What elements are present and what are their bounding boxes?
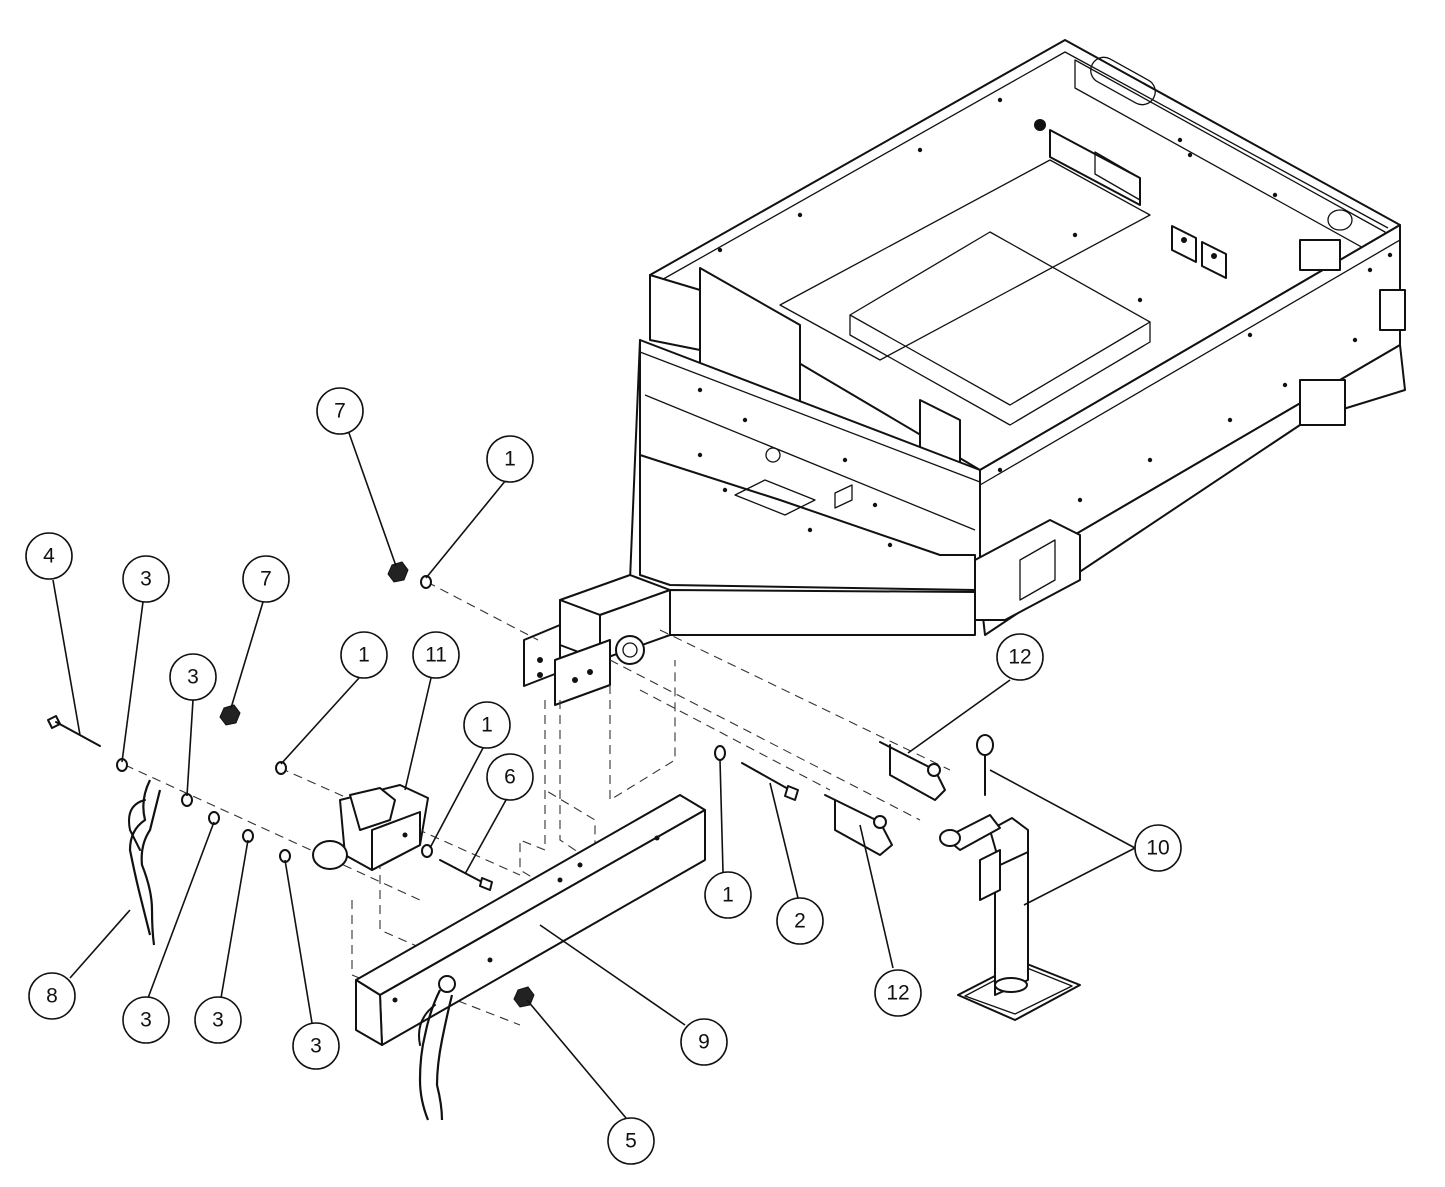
svg-text:6: 6 <box>504 766 516 789</box>
callout-7-mid: 7 <box>242 555 290 603</box>
svg-text:9: 9 <box>698 1031 710 1054</box>
svg-text:1: 1 <box>481 714 493 737</box>
svg-text:1: 1 <box>722 884 734 907</box>
callout-11: 11 <box>412 631 460 679</box>
coupler <box>312 784 429 871</box>
callout-3-d: 3 <box>194 996 242 1044</box>
svg-text:3: 3 <box>187 666 199 689</box>
callout-6: 6 <box>486 753 534 801</box>
frame-holes <box>697 97 1393 548</box>
tongue-jack <box>939 734 1081 1021</box>
callout-1-low: 1 <box>463 701 511 749</box>
callout-10: 10 <box>1134 824 1182 872</box>
svg-text:3: 3 <box>212 1009 224 1032</box>
safety-chain-right <box>418 989 454 1121</box>
hopper-frame <box>629 39 1406 636</box>
safety-chain-left <box>128 779 162 946</box>
svg-text:10: 10 <box>1146 837 1169 860</box>
lock-nut-mid <box>219 704 241 726</box>
svg-text:3: 3 <box>140 568 152 591</box>
callouts: 7 1 4 3 7 3 1 11 <box>25 387 1182 1165</box>
callout-3-c: 3 <box>122 996 170 1044</box>
svg-text:1: 1 <box>504 448 516 471</box>
svg-text:2: 2 <box>794 910 806 933</box>
callout-3-b: 3 <box>169 653 217 701</box>
tongue-tube <box>559 574 976 665</box>
leader-lines <box>52 432 1136 1119</box>
bolt-tongue <box>741 762 799 801</box>
svg-text:1: 1 <box>358 644 370 667</box>
svg-text:3: 3 <box>140 1009 152 1032</box>
callout-1-mid: 1 <box>340 631 388 679</box>
svg-text:7: 7 <box>334 400 346 423</box>
callout-7-top: 7 <box>316 387 364 435</box>
callout-8: 8 <box>28 972 76 1020</box>
callout-12-top: 12 <box>996 633 1044 681</box>
svg-text:8: 8 <box>46 985 58 1008</box>
bolt-coupler <box>439 859 493 891</box>
callout-2: 2 <box>776 897 824 945</box>
svg-text:11: 11 <box>425 644 447 667</box>
callout-12-bottom: 12 <box>874 969 922 1017</box>
callout-1-right: 1 <box>704 871 752 919</box>
callout-9: 9 <box>680 1018 728 1066</box>
callout-1-top: 1 <box>486 435 534 483</box>
svg-text:5: 5 <box>625 1130 637 1153</box>
callout-4: 4 <box>25 532 73 580</box>
svg-text:12: 12 <box>886 982 909 1005</box>
callout-3-a: 3 <box>122 555 170 603</box>
svg-text:4: 4 <box>43 545 55 568</box>
svg-text:7: 7 <box>260 568 272 591</box>
svg-text:3: 3 <box>310 1035 322 1058</box>
lock-nut-top <box>387 561 409 583</box>
callout-5: 5 <box>607 1117 655 1165</box>
hitch-pin-top <box>879 741 946 801</box>
bolt-long <box>47 715 101 747</box>
hitch-pin-bottom <box>824 794 893 856</box>
svg-text:12: 12 <box>1008 646 1031 669</box>
callout-3-e: 3 <box>292 1022 340 1070</box>
